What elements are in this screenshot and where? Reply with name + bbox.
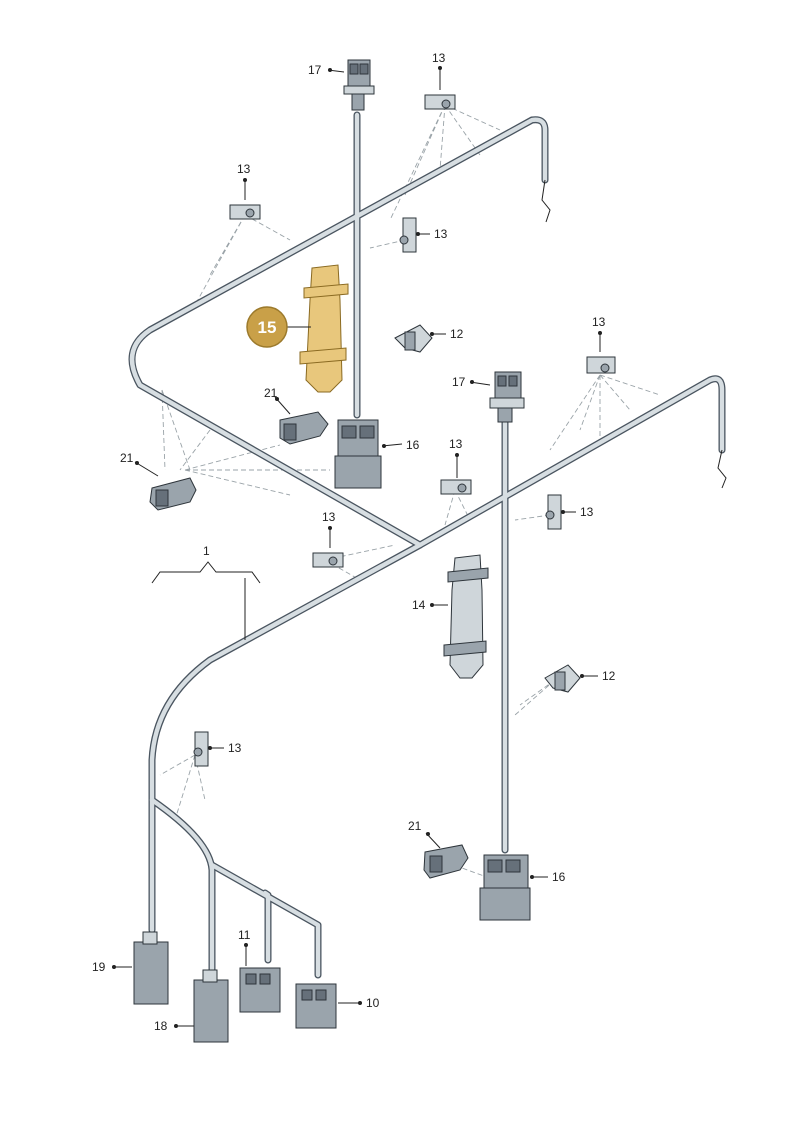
callout-13: 13 bbox=[432, 51, 446, 65]
callout-13: 13 bbox=[228, 741, 242, 755]
callout-16: 16 bbox=[552, 870, 566, 884]
callout-12: 12 bbox=[450, 327, 464, 341]
callout-13: 13 bbox=[580, 505, 594, 519]
part-connector-17-top bbox=[343, 59, 375, 111]
callout-leaders bbox=[112, 66, 602, 1028]
part-connectors-bottom bbox=[133, 931, 337, 1043]
part-connector-17-right bbox=[489, 371, 525, 423]
part-sleeve-14 bbox=[443, 554, 489, 679]
part-clips-12 bbox=[394, 324, 581, 693]
callout-11: 11 bbox=[238, 928, 251, 942]
callout-17: 17 bbox=[452, 375, 466, 389]
part-brackets-21 bbox=[149, 411, 469, 879]
callout-21: 21 bbox=[264, 386, 278, 400]
part-sleeve-15-highlighted bbox=[299, 264, 349, 393]
group-bracket-1 bbox=[151, 561, 261, 640]
callout-14: 14 bbox=[412, 598, 426, 612]
harness-wires bbox=[128, 111, 727, 979]
part-connectors-16 bbox=[334, 419, 531, 921]
callout-21: 21 bbox=[408, 819, 422, 833]
callout-labels: 17 13 13 13 12 13 17 21 16 21 13 13 13 1… bbox=[92, 51, 616, 1033]
part-clips-13 bbox=[193, 94, 616, 767]
callout-16: 16 bbox=[406, 438, 420, 452]
callout-1: 1 bbox=[203, 544, 210, 558]
callout-13: 13 bbox=[592, 315, 606, 329]
callout-13: 13 bbox=[449, 437, 463, 451]
callout-13: 13 bbox=[322, 510, 336, 524]
callout-10: 10 bbox=[366, 996, 380, 1010]
callout-12: 12 bbox=[602, 669, 616, 683]
callout-19: 19 bbox=[92, 960, 106, 974]
callout-13: 13 bbox=[237, 162, 251, 176]
highlight-badge-label: 15 bbox=[258, 318, 277, 337]
callout-18: 18 bbox=[154, 1019, 168, 1033]
callout-13: 13 bbox=[434, 227, 448, 241]
callout-17: 17 bbox=[308, 63, 322, 77]
highlight-badge-15[interactable]: 15 bbox=[246, 306, 288, 348]
callout-21: 21 bbox=[120, 451, 134, 465]
